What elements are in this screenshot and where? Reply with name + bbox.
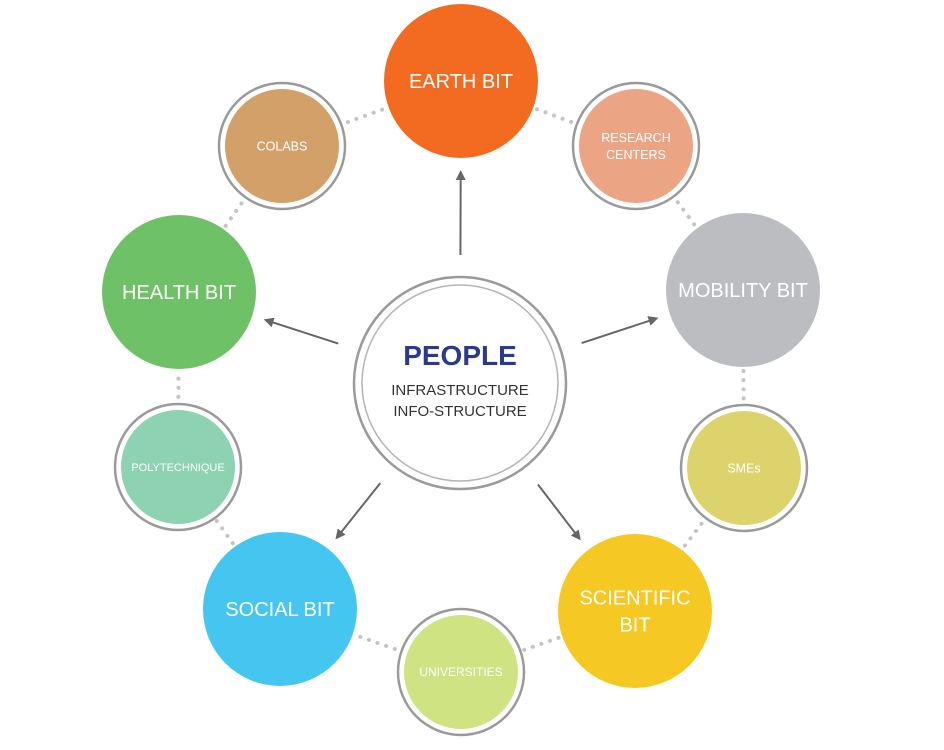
connector-research [670, 192, 697, 227]
center-subtitle-line: INFRASTRUCTURE [391, 382, 529, 399]
node-label-universities: UNIVERSITIES [419, 665, 502, 679]
node-circle-colabs [225, 89, 339, 203]
node-circle-smes [687, 411, 801, 525]
center-subtitle-line: INFO-STRUCTURE [393, 403, 526, 420]
node-label-health: HEALTH BIT [122, 282, 236, 304]
connector-smes [682, 514, 710, 549]
node-label-earth: EARTH BIT [409, 71, 513, 93]
center-title: PEOPLE [403, 340, 517, 371]
connector-health [223, 193, 249, 228]
node-label-research: CENTERS [606, 148, 666, 162]
node-label-colabs: COLABS [257, 139, 308, 153]
connector-colabs [337, 106, 387, 128]
node-circle-earth [384, 4, 538, 158]
node-label-smes: SMEs [727, 461, 760, 475]
node-circle-universities [404, 615, 518, 729]
node-research: RESEARCH CENTERS [571, 81, 701, 211]
node-mobility: MOBILITY BIT [666, 213, 820, 367]
nodes: EARTH BIT MOBILITY BIT SCIENTIFIC BIT SOCIAL… [102, 4, 820, 737]
node-universities: UNIVERSITIES [396, 607, 526, 737]
dotted-connectors [176, 106, 746, 654]
node-colabs: COLABS [217, 81, 347, 211]
arrows [263, 169, 659, 541]
node-smes: SMEs [679, 403, 809, 533]
arrow-to-social [335, 482, 382, 540]
node-circle-scientific [558, 534, 712, 688]
node-label-scientific: SCIENTIFIC [579, 588, 690, 610]
arrow-to-mobility [581, 316, 659, 344]
connector-universities [354, 633, 406, 654]
connector-scientific [516, 635, 561, 654]
node-circle-social [203, 532, 357, 686]
connector-earth [534, 107, 581, 127]
arrow-to-scientific [537, 483, 581, 541]
node-label-research: RESEARCH [601, 131, 670, 145]
node-circle-health [102, 215, 256, 369]
node-circle-polytechnique [121, 410, 235, 524]
node-scientific: SCIENTIFIC BIT [558, 534, 712, 688]
node-earth: EARTH BIT [384, 4, 538, 158]
node-health: HEALTH BIT [102, 215, 256, 369]
node-social: SOCIAL BIT [203, 532, 357, 686]
connector-social [211, 514, 235, 546]
node-circle-mobility [666, 213, 820, 367]
arrow-to-health [263, 317, 339, 345]
node-polytechnique: POLYTECHNIQUE [113, 402, 243, 532]
center-node: PEOPLE INFRASTRUCTURE INFO-STRUCTURE [352, 275, 568, 491]
node-circle-research [579, 89, 693, 203]
center-inner-ring [361, 284, 559, 482]
node-label-scientific: BIT [619, 615, 650, 637]
node-label-mobility: MOBILITY BIT [678, 280, 808, 302]
node-label-social: SOCIAL BIT [225, 599, 334, 621]
node-label-polytechnique: POLYTECHNIQUE [131, 462, 224, 474]
